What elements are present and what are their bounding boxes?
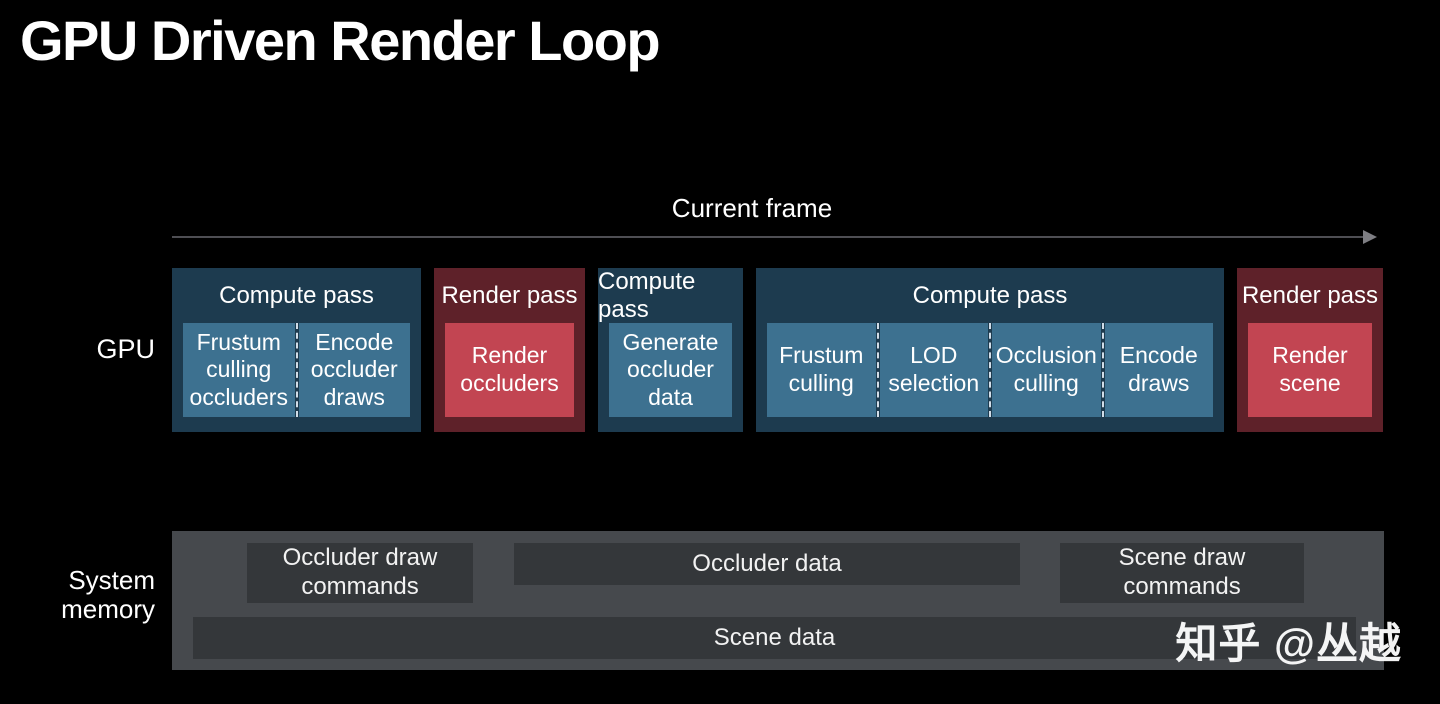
timeline-label: Current frame (671, 193, 833, 223)
dashed-divider (989, 323, 991, 417)
task-lod-selection: LOD selection (879, 323, 988, 417)
pass-label: Compute pass (219, 281, 374, 309)
pass-label: Compute pass (598, 267, 696, 323)
task-frustum-culling: Frustum culling (767, 323, 876, 417)
memory-block-occluder-draw-commands: Occluder draw commands (247, 543, 473, 603)
memory-block-occluder-data: Occluder data (514, 543, 1020, 585)
pass-tasks: Generate occluder data (609, 323, 732, 417)
pass-label: Render pass (1241, 281, 1379, 309)
pass-tasks: Frustum culling occluders Encode occlude… (183, 323, 410, 417)
pass-tasks: Render scene (1248, 323, 1372, 417)
task-encode-occluder-draws: Encode occluder draws (298, 323, 410, 417)
arrow-right-icon (1363, 230, 1377, 244)
gpu-pass-compute-occluder-data: Compute pass Generate occluder data (598, 268, 743, 432)
memory-block-scene-draw-commands: Scene draw commands (1060, 543, 1304, 603)
system-memory-label: System memory (61, 565, 155, 625)
task-occlusion-culling: Occlusion culling (992, 323, 1101, 417)
gpu-row-label: GPU (96, 334, 155, 364)
system-memory-panel: Occluder draw commands Occluder data Sce… (172, 531, 1384, 670)
task-render-occluders: Render occluders (445, 323, 574, 417)
task-render-scene: Render scene (1248, 323, 1372, 417)
gpu-row: Compute pass Frustum culling occluders E… (172, 268, 1383, 432)
gpu-pass-render-scene: Render pass Render scene (1237, 268, 1383, 432)
gpu-pass-compute-occluders: Compute pass Frustum culling occluders E… (172, 268, 421, 432)
timeline-arrow (172, 230, 1377, 244)
task-frustum-culling-occluders: Frustum culling occluders (183, 323, 295, 417)
page-title: GPU Driven Render Loop (20, 9, 661, 72)
task-generate-occluder-data: Generate occluder data (609, 323, 732, 417)
pass-label: Compute pass (912, 281, 1068, 309)
dashed-divider (295, 323, 298, 417)
watermark: 知乎 @丛越 (1175, 620, 1402, 667)
pass-label: Render pass (441, 281, 578, 309)
gpu-pass-render-occluders: Render pass Render occluders (434, 268, 585, 432)
gpu-pass-compute-main: Compute pass Frustum culling LOD selecti… (756, 268, 1224, 432)
memory-block-scene-data: Scene data (193, 617, 1356, 659)
dashed-divider (876, 323, 879, 417)
pass-tasks: Frustum culling LOD selection Occlusion … (767, 323, 1213, 417)
pass-tasks: Render occluders (445, 323, 574, 417)
task-encode-draws: Encode draws (1104, 323, 1213, 417)
dashed-divider (1101, 323, 1104, 417)
